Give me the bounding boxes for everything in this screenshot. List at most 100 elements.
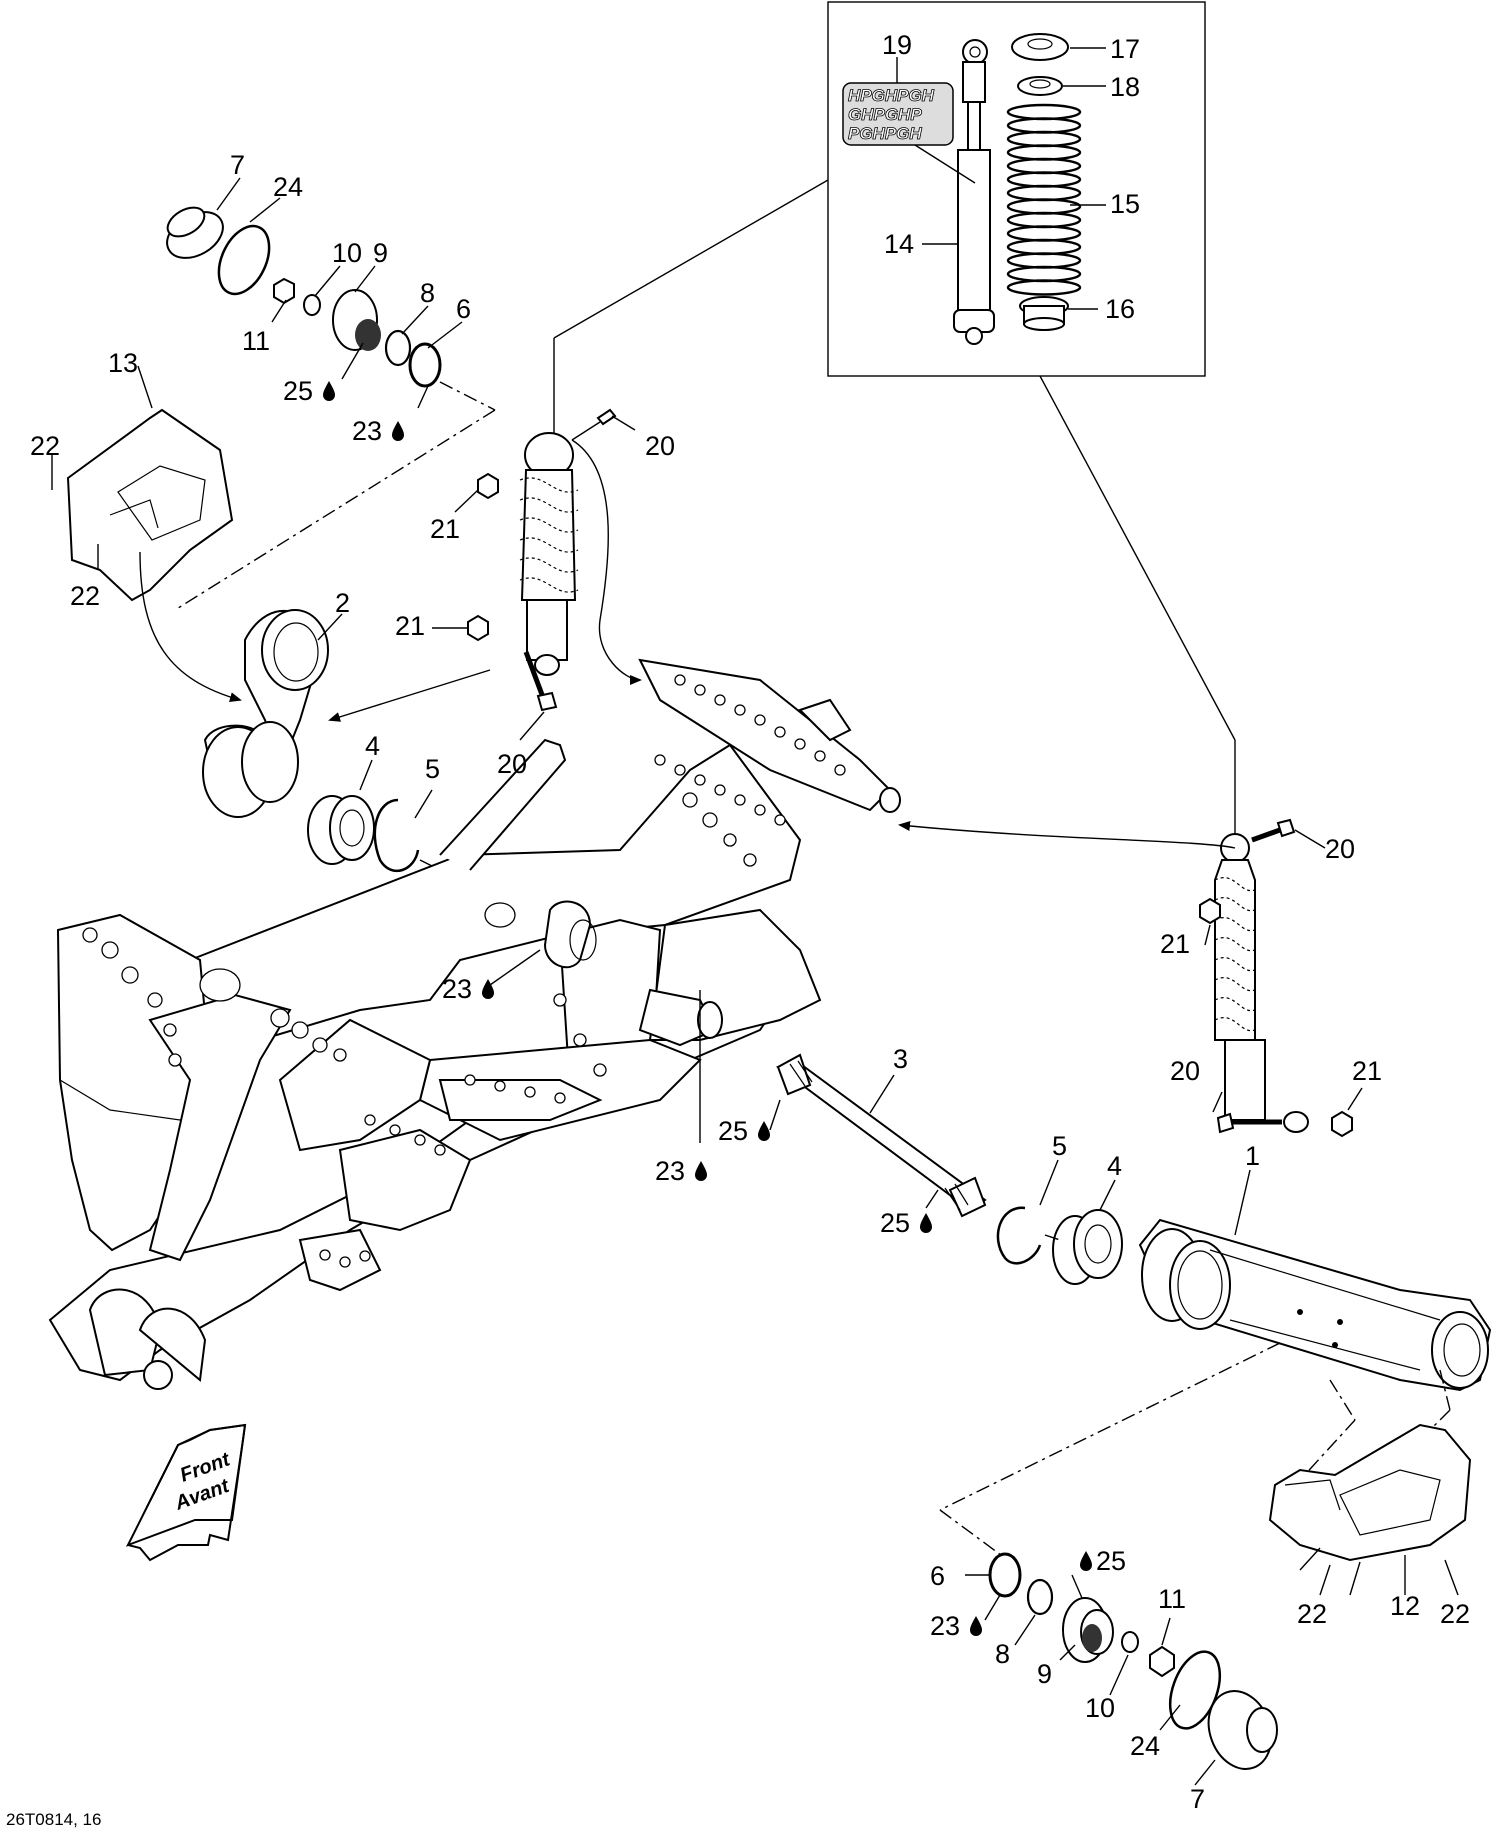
label-21-c: 21 (1160, 929, 1190, 959)
label-20-d: 20 (1170, 1056, 1200, 1086)
label-15: 15 (1110, 189, 1140, 219)
guard-part-13 (66, 408, 234, 602)
label-23-d: 23 (930, 1611, 960, 1641)
washer-part-10-upper (303, 294, 321, 316)
nut-part-21-right-lower (1331, 1110, 1353, 1138)
bearing-housing-part-9-upper (332, 289, 381, 351)
spring-coil (1006, 184, 1082, 202)
bearing-part-4-lower (1052, 1209, 1123, 1285)
svg-text:PGHPGH: PGHPGH (848, 124, 922, 143)
label-11-lower: 11 (1158, 1584, 1186, 1614)
nut-part-21-mid (467, 614, 489, 642)
label-23-c: 23 (655, 1156, 685, 1186)
svg-text:GHPGHP: GHPGHP (848, 105, 922, 124)
label-1: 1 (1245, 1141, 1260, 1171)
lubricant-drop-icon (758, 1121, 770, 1141)
spring-retainer-part-17 (1011, 33, 1069, 61)
label-13: 13 (108, 348, 138, 378)
spring-seat-part-16 (1019, 296, 1069, 331)
seal-part-6-lower (988, 1552, 1022, 1598)
nut-part-11-upper (273, 277, 295, 305)
bolt-part-20-right-lower (1216, 1112, 1282, 1134)
spring-coil (1006, 171, 1082, 188)
label-2: 2 (335, 588, 350, 618)
shock-detail-inset-box (827, 1, 1206, 377)
spring-coil (1006, 117, 1082, 134)
label-22-d: 22 (1440, 1599, 1470, 1629)
swing-arm-part-1 (1138, 1218, 1492, 1392)
label-16: 16 (1105, 294, 1135, 324)
label-25-upper: 25 (283, 376, 313, 406)
spring-coil (1006, 279, 1082, 296)
nut-part-11-lower (1149, 1645, 1175, 1678)
guard-part-12 (1268, 1423, 1472, 1562)
bolt-part-20-lower (523, 651, 558, 712)
label-5-lower: 5 (1052, 1131, 1067, 1161)
label-8-upper: 8 (420, 278, 435, 308)
snap-ring-part-5-upper (373, 798, 420, 872)
spring-coil (1006, 238, 1082, 256)
label-9-lower: 9 (1037, 1659, 1052, 1689)
label-19: 19 (882, 30, 912, 60)
lubricant-drop-icon (482, 979, 494, 999)
label-25-b: 25 (718, 1116, 748, 1146)
label-12: 12 (1390, 1591, 1420, 1621)
label-20-c: 20 (1325, 834, 1355, 864)
lubricant-drop-icon (323, 381, 335, 401)
pivot-shaft-part-3 (775, 1053, 987, 1218)
label-9-upper: 9 (373, 238, 388, 268)
label-10-lower: 10 (1085, 1693, 1115, 1723)
label-18: 18 (1110, 72, 1140, 102)
seal-part-6-upper (408, 342, 442, 388)
front-direction-arrow: Front Avant (125, 1423, 247, 1562)
label-7-upper: 7 (230, 150, 245, 180)
snap-ring-part-5-lower (996, 1206, 1042, 1265)
spring-coil (1006, 225, 1082, 242)
bearing-part-4-upper (307, 795, 375, 865)
label-21-a: 21 (430, 514, 460, 544)
shock-assembly-lower (1214, 833, 1309, 1133)
label-17: 17 (1110, 34, 1140, 64)
label-3: 3 (893, 1044, 908, 1074)
label-20-b: 20 (497, 749, 527, 779)
pivot-bracket-part-2 (202, 609, 329, 818)
spring-coil (1006, 144, 1082, 161)
label-23-b: 23 (442, 974, 472, 1004)
label-10-upper: 10 (332, 238, 362, 268)
nut-part-21-top (477, 472, 499, 500)
label-23-upper: 23 (352, 416, 382, 446)
spring-coil (1006, 157, 1082, 175)
frame-chassis (48, 658, 901, 1390)
label-4-upper: 4 (365, 731, 380, 761)
cap-part-7-lower (1207, 1690, 1278, 1770)
shock-absorber-part-14 (953, 39, 995, 345)
retaining-ring-part-24-upper (217, 224, 271, 296)
label-22-a: 22 (30, 431, 60, 461)
label-24-lower: 24 (1130, 1731, 1160, 1761)
label-22-b: 22 (70, 581, 100, 611)
o-ring-part-8-upper (384, 329, 412, 367)
lubricant-drop-icon (920, 1213, 932, 1233)
spring-coil (1006, 252, 1082, 269)
label-4-lower: 4 (1107, 1151, 1122, 1181)
label-14: 14 (884, 229, 914, 259)
label-20-a: 20 (645, 431, 675, 461)
cap-part-7-upper (166, 206, 224, 259)
spring-coil (1006, 265, 1082, 283)
label-21-b: 21 (395, 611, 425, 641)
retaining-ring-part-24-lower (1168, 1650, 1222, 1730)
lubricant-drop-icon (970, 1616, 982, 1636)
washer-part-10-lower (1121, 1631, 1139, 1653)
label-22-c: 22 (1297, 1599, 1327, 1629)
shock-assembly-upper (519, 432, 579, 676)
diagram-reference-code: 26T0814, 16 (6, 1810, 102, 1829)
label-21-d: 21 (1352, 1056, 1382, 1086)
label-5-upper: 5 (425, 754, 440, 784)
label-6-lower: 6 (930, 1561, 945, 1591)
spring-coil (1006, 103, 1082, 121)
label-11-upper: 11 (242, 326, 270, 356)
lubricant-drop-icon (1080, 1551, 1092, 1571)
label-25-d: 25 (1096, 1546, 1126, 1576)
nut-part-21-right (1199, 897, 1221, 925)
